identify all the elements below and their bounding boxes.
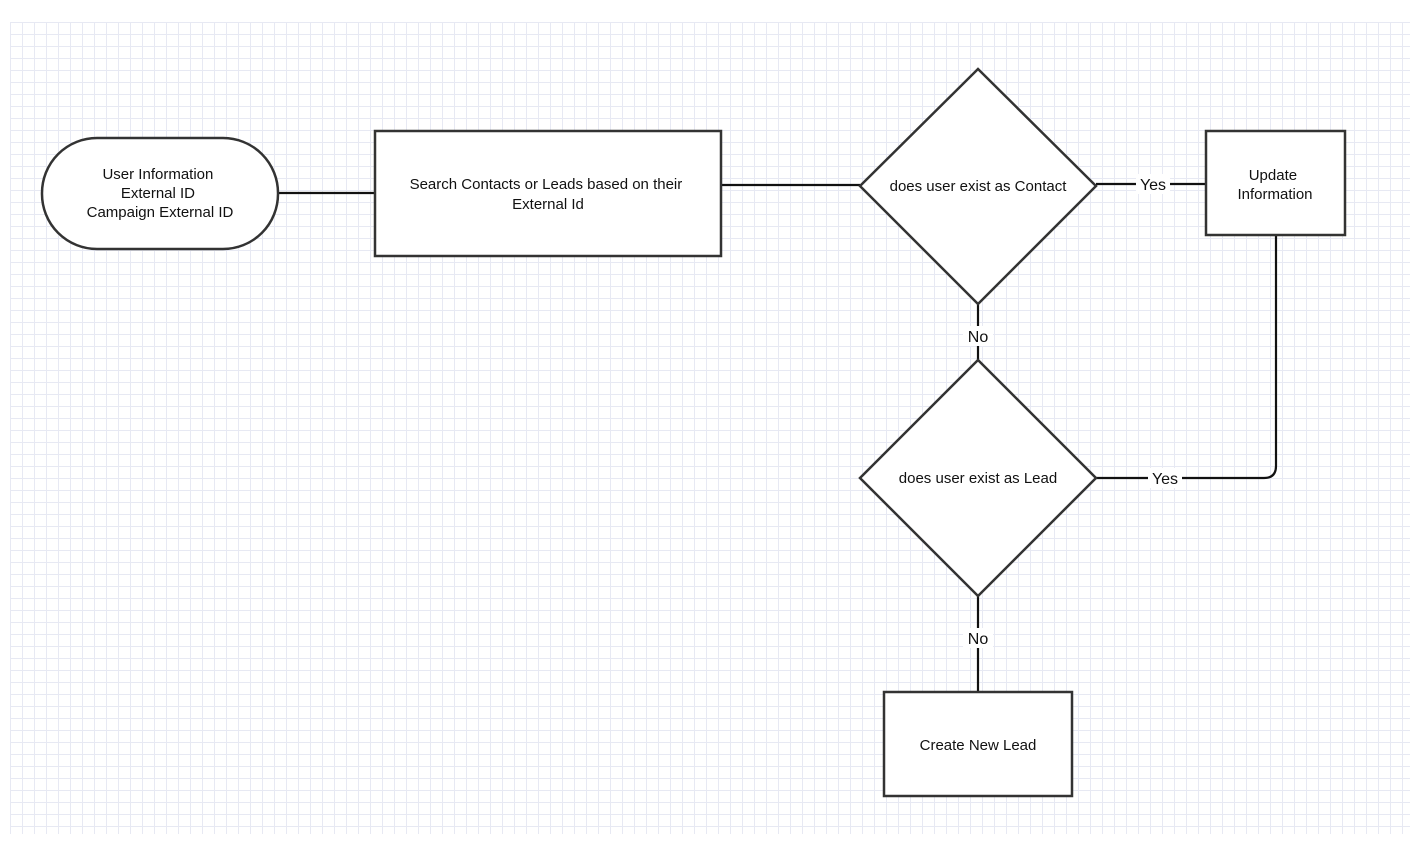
node-line: Search Contacts or Leads based on their [410, 176, 683, 193]
svg-text:Update Information: Update Information [1237, 167, 1312, 203]
node-line: External Id [512, 196, 584, 213]
node-decision-contact[interactable]: does user exist as Contact [858, 67, 1098, 306]
node-line: does user exist as Contact [890, 178, 1068, 195]
node-create-new-lead[interactable]: Create New Lead [882, 690, 1074, 798]
node-line: Campaign External ID [87, 204, 234, 221]
edge-label-lead-yes: Yes [1148, 468, 1182, 488]
node-decision-lead[interactable]: does user exist as Lead [858, 358, 1098, 598]
node-line: External ID [121, 185, 195, 202]
edge-lead-yes [1096, 235, 1278, 480]
edge-label-text: Yes [1152, 471, 1178, 488]
edge-label-text: No [968, 329, 989, 346]
edge-label-contact-no: No [963, 326, 993, 346]
node-line: Create New Lead [920, 737, 1037, 754]
node-search-contacts-leads[interactable]: Search Contacts or Leads based on their … [373, 129, 723, 258]
svg-text:Search Contacts or Leads based: Search Contacts or Leads based on their … [410, 176, 687, 213]
node-line: Update [1249, 167, 1297, 184]
edge-label-text: Yes [1140, 177, 1166, 194]
node-user-information[interactable]: User Information External ID Campaign Ex… [40, 136, 280, 251]
svg-text:User Information Externa: User Information External ID Campaign Ex… [87, 166, 234, 221]
node-line: User Information [102, 166, 213, 183]
edge-label-text: No [968, 631, 989, 648]
node-update-information[interactable]: Update Information [1204, 129, 1347, 237]
edge-label-lead-no: No [963, 628, 993, 648]
node-line: does user exist as Lead [899, 470, 1057, 487]
node-line: Information [1237, 186, 1312, 203]
edge-label-contact-yes: Yes [1136, 174, 1170, 194]
